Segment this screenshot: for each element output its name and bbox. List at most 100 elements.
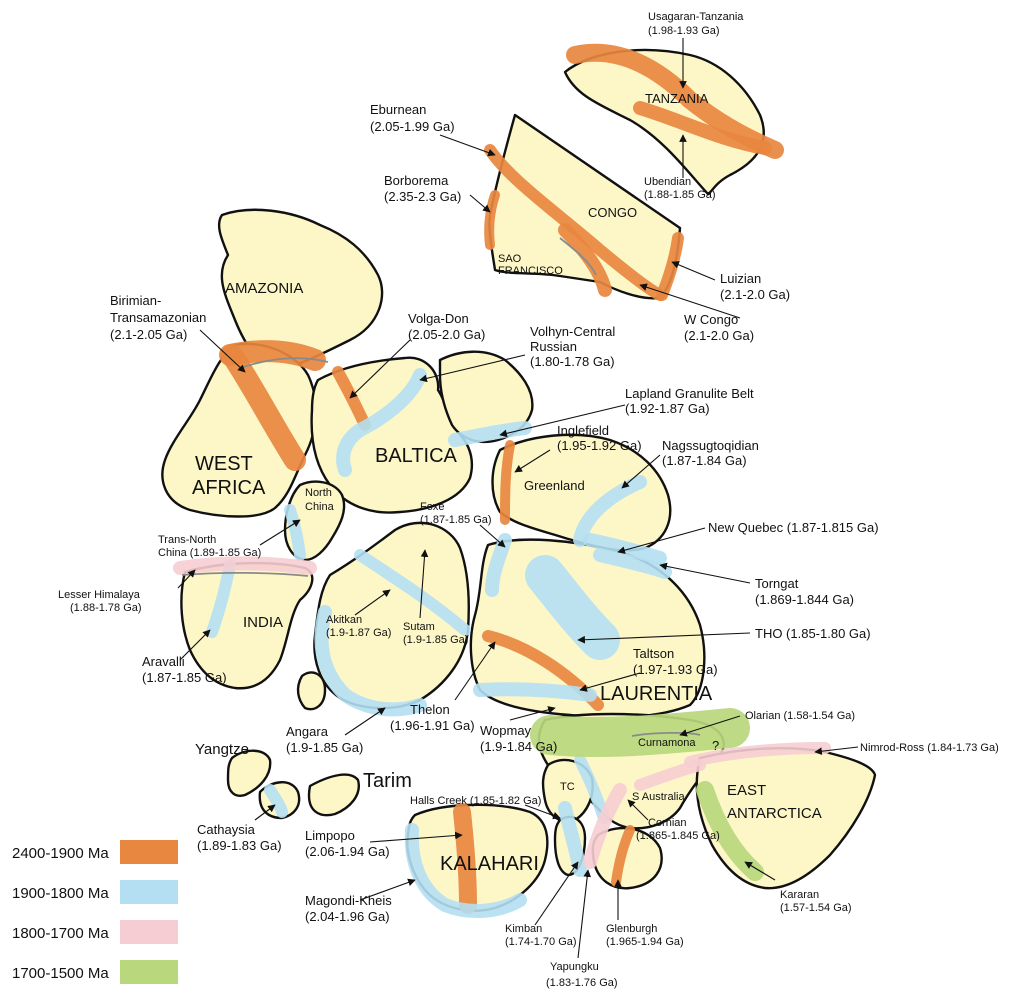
legend-swatch-1800-1700 <box>120 920 178 944</box>
glenburgh-label-2: (1.965-1.94 Ga) <box>606 936 684 948</box>
nimrod-belt <box>684 742 831 768</box>
taltson-label-2: (1.97-1.93 Ga) <box>633 662 718 677</box>
nagssug-label-1: Nagssugtoqidian <box>662 438 759 453</box>
luizian-belt <box>656 232 684 301</box>
cornian-label-2: (1.865-1.845 Ga) <box>636 830 720 842</box>
kalahari-label: KALAHARI <box>440 853 539 875</box>
nagssug-label-2: (1.87-1.84 Ga) <box>662 453 747 468</box>
inglefield-belt <box>500 440 515 525</box>
inglefield-label-2: (1.95-1.92 Ga) <box>557 438 642 453</box>
amazonia-craton <box>217 208 384 372</box>
magondi-label-2: (2.04-1.96 Ga) <box>305 909 390 924</box>
usagaran-belt <box>566 43 784 159</box>
cathaysia-label-1: Cathaysia <box>197 822 256 837</box>
small-craton <box>296 671 327 711</box>
suture-line <box>631 731 701 737</box>
west-africa-label-2: AFRICA <box>192 477 266 499</box>
angara-label-2: (1.9-1.85 Ga) <box>286 740 363 755</box>
tho-label: THO (1.85-1.80 Ga) <box>755 626 871 641</box>
thelon-label-1: Thelon <box>410 702 450 717</box>
kimban-label-1: Kimban <box>505 923 542 935</box>
cornian-label-1: Cornian <box>648 817 687 829</box>
wopmay-belt <box>473 682 597 702</box>
india-label: INDIA <box>243 614 283 631</box>
legend-label-1800-1700: 1800-1700 Ma <box>12 925 109 942</box>
limpopo-label-1: Limpopo <box>305 828 355 843</box>
angara-label-1: Angara <box>286 724 329 739</box>
foxe-label-1: Foxe <box>420 501 444 513</box>
usagaran-label-1: Usagaran-Tanzania <box>648 11 744 23</box>
volgadon-label-2: (2.05-2.0 Ga) <box>408 327 485 342</box>
sutam-label-2: (1.9-1.85 Ga) <box>403 634 468 646</box>
east-antarctica-label-2: ANTARCTICA <box>727 805 822 822</box>
west-africa-label-1: WEST <box>195 453 253 475</box>
ubendian-label-2: (1.88-1.85 Ga) <box>644 189 716 201</box>
aravalli-label-2: (1.87-1.85 Ga) <box>142 670 227 685</box>
transnc-label-1: Trans-North <box>158 534 216 546</box>
inglefield-label-1: Inglefield <box>557 423 609 438</box>
volhyn-label-1: Volhyn-Central <box>530 324 615 339</box>
glenburgh-belt <box>611 825 635 887</box>
amazonia-label: AMAZONIA <box>225 280 303 297</box>
yangtze-label: Yangtze <box>195 741 249 758</box>
limpopo-label-2: (2.06-1.94 Ga) <box>305 844 390 859</box>
usagaran-label-2: (1.98-1.93 Ga) <box>648 25 720 37</box>
s-australia-label: S Australia <box>632 791 685 803</box>
kimban-label-2: (1.74-1.70 Ga) <box>505 936 577 948</box>
volhyn-label-2: Russian <box>530 339 577 354</box>
luizian-label-1: Luizian <box>720 271 761 286</box>
hallscreek-label: Halls Creek (1.85-1.82 Ga) <box>410 795 541 807</box>
hallscreek-belt <box>558 801 587 877</box>
torngat-label-2: (1.869-1.844 Ga) <box>755 592 854 607</box>
sutam-belt <box>354 549 471 636</box>
aravalli-belt <box>206 559 236 638</box>
curnamona-label: Curnamona <box>638 737 696 749</box>
wopmay-label-1: Wopmay <box>480 723 532 738</box>
akitkan-label-2: (1.9-1.87 Ga) <box>326 627 391 639</box>
yapungku-label-2: (1.83-1.76 Ga) <box>546 977 618 989</box>
ubendian-belt <box>633 101 772 155</box>
tc-label: TC <box>560 781 575 793</box>
suture-line <box>239 357 329 369</box>
east-antarctica-label-1: EAST <box>727 782 766 799</box>
yangtze-craton <box>226 749 272 797</box>
volhyn-belt <box>336 368 427 477</box>
taltson-label-1: Taltson <box>633 646 674 661</box>
legend-swatch-2400-1900 <box>120 840 178 864</box>
yapungku-belt <box>634 759 706 791</box>
legend-swatch-1900-1800 <box>120 880 178 904</box>
lesserhim-label-1: Lesser Himalaya <box>58 589 141 601</box>
yapungku-label-1: Yapungku <box>550 961 599 973</box>
foxe-label-2: (1.87-1.85 Ga) <box>420 514 492 526</box>
eburnean-label-2: (2.05-1.99 Ga) <box>370 119 455 134</box>
north-china-label-2: China <box>305 501 335 513</box>
legend: 2400-1900 Ma 1900-1800 Ma 1800-1700 Ma 1… <box>12 840 178 984</box>
lapland-belt <box>448 421 532 447</box>
north-china-label-1: North <box>305 487 332 499</box>
cathaysia-label-2: (1.89-1.83 Ga) <box>197 838 282 853</box>
siberia-craton <box>313 521 470 710</box>
baltica-label: BALTICA <box>375 445 458 467</box>
transnc-belt <box>284 504 306 561</box>
newquebec-label: New Quebec (1.87-1.815 Ga) <box>708 520 879 535</box>
lesserhim-belt <box>173 556 317 575</box>
sutam-label-1: Sutam <box>403 621 435 633</box>
laurentia-label: LAURENTIA <box>600 683 713 705</box>
question-mark: ? <box>712 738 719 753</box>
leader-arrows <box>177 38 859 959</box>
nagssug-belt <box>573 475 647 547</box>
legend-label-1900-1800: 1900-1800 Ma <box>12 885 109 902</box>
lesserhim-label-2: (1.88-1.78 Ga) <box>70 602 142 614</box>
wcongo-belt <box>558 223 612 297</box>
legend-label-1700-1500: 1700-1500 Ma <box>12 965 109 982</box>
nimrod-label: Nimrod-Ross (1.84-1.73 Ga) <box>860 742 999 754</box>
kararan-label-2: (1.57-1.54 Ga) <box>780 902 852 914</box>
wcongo-label-2: (2.1-2.0 Ga) <box>684 328 754 343</box>
tarim-label: Tarim <box>363 770 412 792</box>
akitkan-belt <box>314 605 427 717</box>
akitkan-label-1: Akitkan <box>326 614 362 626</box>
sao-label-2: FRANCISCO <box>498 265 563 277</box>
greenland-label: Greenland <box>524 478 585 493</box>
